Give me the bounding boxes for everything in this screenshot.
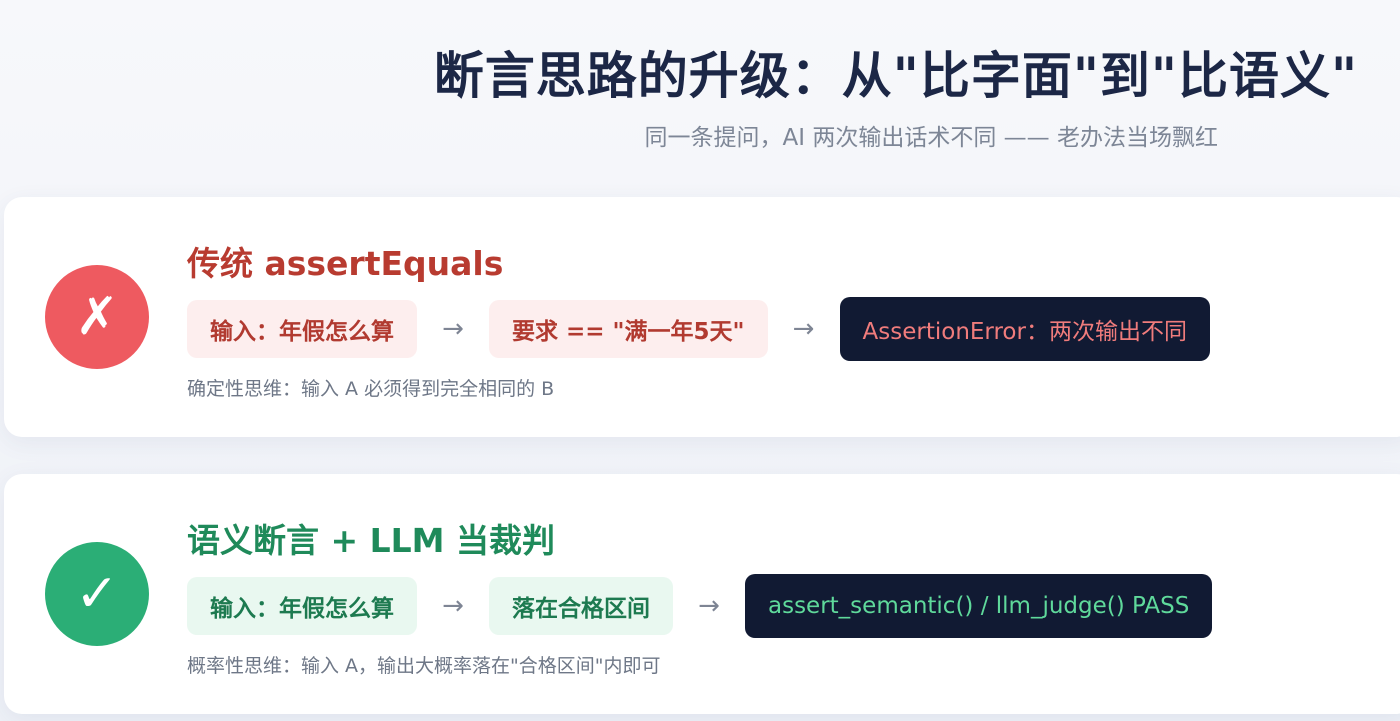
traditional-assert-card: ✗ 传统 assertEquals 输入：年假怎么算 → 要求 == "满一年5… [4, 197, 1400, 437]
pass-check-icon: ✓ [45, 542, 149, 646]
traditional-heading: 传统 assertEquals [187, 244, 504, 283]
semantic-heading: 语义断言 + LLM 当裁判 [187, 521, 556, 560]
semantic-result-box: assert_semantic() / llm_judge() PASS [745, 574, 1213, 638]
arrow-right-icon: → [442, 314, 464, 344]
page-title: 断言思路的升级：从"比字面"到"比语义" [433, 47, 1358, 105]
page-subtitle: 同一条提问，AI 两次输出话术不同 —— 老办法当场飘红 [644, 125, 1218, 151]
traditional-flow: 输入：年假怎么算 → 要求 == "满一年5天" → AssertionErro… [187, 297, 1210, 361]
traditional-result-box: AssertionError：两次输出不同 [839, 297, 1210, 361]
semantic-note: 概率性思维：输入 A，输出大概率落在"合格区间"内即可 [187, 655, 661, 677]
semantic-expectation-pill: 落在合格区间 [489, 577, 673, 635]
semantic-assert-card: ✓ 语义断言 + LLM 当裁判 输入：年假怎么算 → 落在合格区间 → ass… [4, 474, 1400, 714]
traditional-expectation-pill: 要求 == "满一年5天" [489, 300, 768, 358]
semantic-input-pill: 输入：年假怎么算 [187, 577, 417, 635]
arrow-right-icon: → [442, 591, 464, 621]
arrow-right-icon: → [792, 314, 815, 344]
traditional-note: 确定性思维：输入 A 必须得到完全相同的 B [187, 378, 555, 400]
arrow-right-icon: → [698, 591, 720, 621]
semantic-flow: 输入：年假怎么算 → 落在合格区间 → assert_semantic() / … [187, 574, 1213, 638]
fail-icon: ✗ [45, 265, 149, 369]
traditional-input-pill: 输入：年假怎么算 [187, 300, 417, 358]
